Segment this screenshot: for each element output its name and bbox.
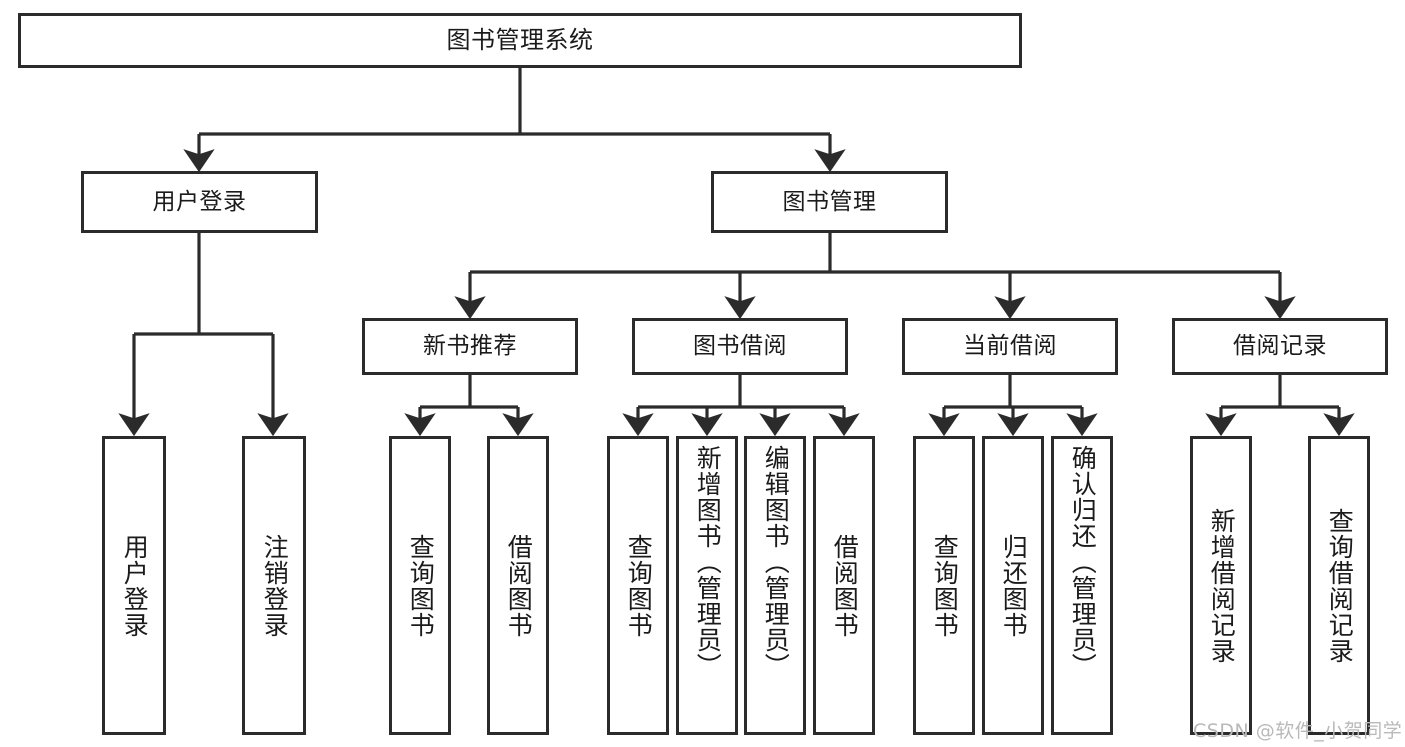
leaf-query-borrow-record-label: 查询借阅记录: [1325, 507, 1355, 664]
leaf-borrow-book[interactable]: 借阅图书: [813, 436, 875, 735]
node-user-login-label: 用户登录: [152, 188, 247, 215]
node-new-book-recommend[interactable]: 新书推荐: [362, 318, 578, 375]
leaf-user-login-label: 用户登录: [120, 533, 150, 638]
leaf-edit-book[interactable]: 编辑图书（管理员）: [744, 436, 806, 735]
leaf-query-book-borrow-label: 查询图书: [624, 533, 654, 638]
leaf-query-book-current[interactable]: 查询图书: [913, 436, 975, 735]
leaf-confirm-return[interactable]: 确认归还（管理员）: [1051, 436, 1113, 735]
leaf-borrow-book-label: 借阅图书: [830, 533, 860, 638]
node-user-login[interactable]: 用户登录: [81, 171, 318, 233]
leaf-query-book-current-label: 查询图书: [930, 533, 960, 638]
node-current-borrow-label: 当前借阅: [963, 333, 1057, 360]
node-borrow-record-label: 借阅记录: [1233, 333, 1327, 360]
node-new-book-recommend-label: 新书推荐: [423, 333, 517, 360]
leaf-query-book-recommend-label: 查询图书: [406, 533, 436, 638]
node-root-system[interactable]: 图书管理系统: [18, 13, 1022, 68]
leaf-add-borrow-record[interactable]: 新增借阅记录: [1190, 436, 1252, 735]
leaf-return-book[interactable]: 归还图书: [982, 436, 1044, 735]
leaf-query-borrow-record[interactable]: 查询借阅记录: [1308, 436, 1370, 735]
node-current-borrow[interactable]: 当前借阅: [902, 318, 1118, 375]
csdn-watermark: CSDN @软件_小贺同学: [1193, 720, 1403, 742]
leaf-user-login[interactable]: 用户登录: [102, 436, 166, 735]
leaf-logout[interactable]: 注销登录: [242, 436, 306, 735]
node-borrow-record[interactable]: 借阅记录: [1172, 318, 1388, 375]
leaf-add-book[interactable]: 新增图书（管理员）: [676, 436, 738, 735]
leaf-edit-book-label: 编辑图书（管理员）: [761, 445, 791, 679]
leaf-borrow-book-recommend[interactable]: 借阅图书: [487, 436, 549, 735]
leaf-query-book-borrow[interactable]: 查询图书: [607, 436, 669, 735]
node-book-borrow-label: 图书借阅: [693, 333, 787, 360]
node-root-system-label: 图书管理系统: [446, 25, 594, 54]
leaf-return-book-label: 归还图书: [999, 533, 1029, 638]
leaf-logout-label: 注销登录: [260, 533, 290, 638]
node-book-management[interactable]: 图书管理: [711, 171, 948, 233]
leaf-query-book-recommend[interactable]: 查询图书: [389, 436, 451, 735]
node-book-management-label: 图书管理: [782, 188, 877, 215]
leaf-add-book-label: 新增图书（管理员）: [693, 445, 723, 679]
leaf-borrow-book-recommend-label: 借阅图书: [504, 533, 534, 638]
leaf-add-borrow-record-label: 新增借阅记录: [1207, 507, 1237, 664]
node-book-borrow[interactable]: 图书借阅: [632, 318, 848, 375]
leaf-confirm-return-label: 确认归还（管理员）: [1068, 445, 1098, 679]
